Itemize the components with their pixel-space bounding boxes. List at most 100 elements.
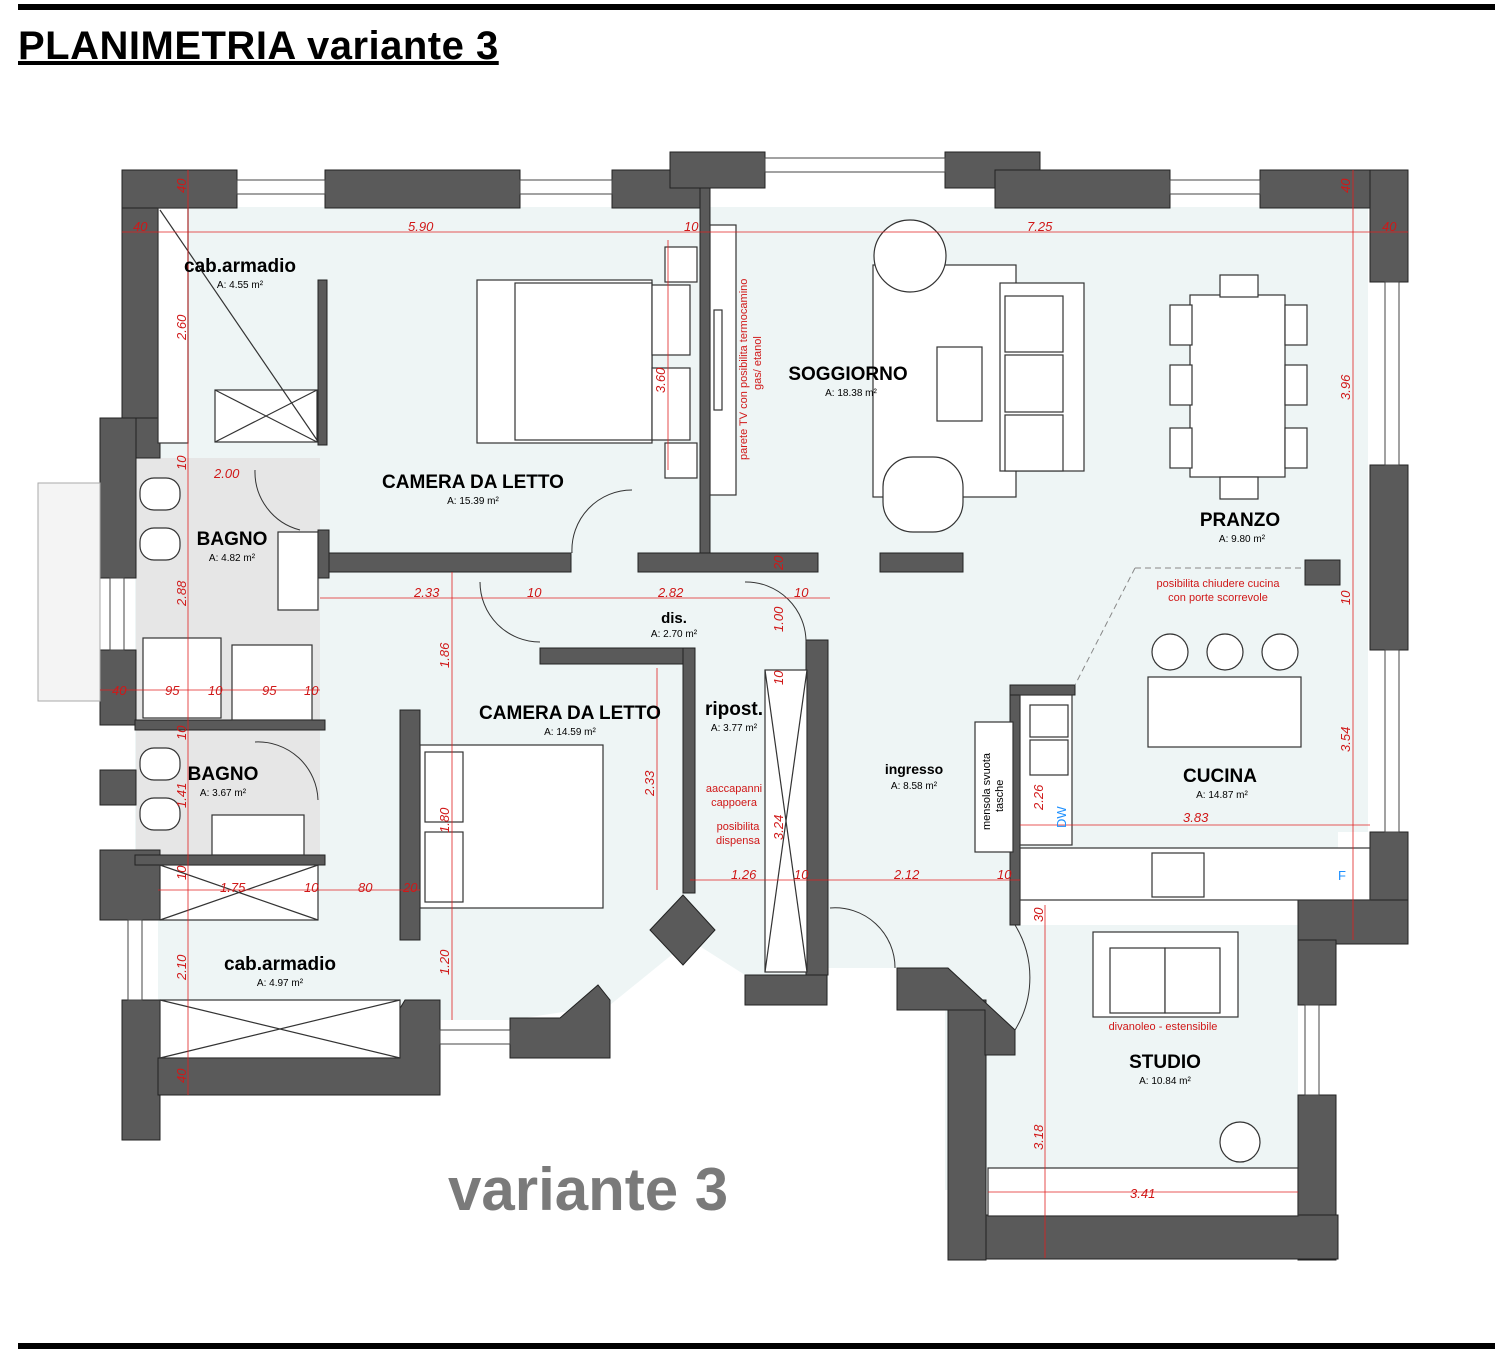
dimension-label: 1.26 — [731, 867, 757, 882]
room-area: A: 18.38 m² — [825, 388, 877, 399]
room-name: dis. — [661, 610, 687, 627]
dimension-label: 3.83 — [1183, 810, 1209, 825]
wall — [896, 967, 1016, 1056]
window — [236, 179, 326, 195]
wardrobe-tall — [157, 207, 189, 444]
shelf — [974, 721, 1014, 853]
door-swing — [254, 469, 301, 531]
dimension-label: 3.60 — [653, 367, 668, 393]
dimension-label: 10 — [794, 867, 809, 882]
wall — [134, 854, 326, 866]
dimension-label: 95 — [165, 683, 180, 698]
dimension-label: 20 — [771, 555, 786, 571]
note-pantry: posibilita — [717, 821, 761, 833]
toilet — [139, 477, 181, 511]
room-name: STUDIO — [1129, 1052, 1201, 1073]
note-kitchen: posibilita chiudere cucina — [1157, 578, 1281, 590]
stool — [1261, 633, 1299, 671]
top-rule — [18, 4, 1495, 10]
dimension-lines — [100, 170, 1408, 1258]
dimension-label: 40 — [1338, 178, 1353, 193]
window — [1384, 281, 1400, 466]
dimension-label: 10 — [174, 865, 189, 880]
oven — [1029, 739, 1069, 776]
chair — [1284, 304, 1308, 346]
door-swing — [254, 741, 319, 801]
shower — [142, 637, 222, 719]
sofa-seat — [1164, 947, 1221, 1014]
room-area: A: 3.67 m² — [200, 788, 247, 799]
dimension-label: 10 — [304, 880, 319, 895]
note-shelf: tasche — [994, 780, 1006, 812]
wall — [324, 169, 521, 209]
note-hanger: cappoera — [711, 797, 758, 809]
fridge-label: F — [1338, 868, 1346, 883]
room-name: ripost. — [705, 699, 763, 720]
bed-frame — [514, 282, 653, 441]
cooktop — [1151, 852, 1205, 898]
window — [1384, 649, 1400, 833]
door-swing — [571, 489, 633, 554]
room-area: A: 14.87 m² — [1196, 790, 1248, 801]
dimension-label: 10 — [174, 455, 189, 470]
wall — [121, 999, 161, 1141]
sliding-door-line — [1074, 567, 1136, 686]
armchair — [882, 456, 964, 533]
sofa-seat — [1004, 354, 1064, 413]
wall — [1304, 559, 1341, 586]
wall — [879, 552, 964, 573]
dimension-label: 1.86 — [437, 642, 452, 668]
room-area: A: 4.55 m² — [217, 280, 264, 291]
room-area: A: 10.84 m² — [1139, 1076, 1191, 1087]
chair — [1219, 476, 1259, 500]
chair — [1284, 364, 1308, 406]
toilet — [139, 747, 181, 781]
wall — [99, 769, 137, 806]
wall — [637, 552, 819, 573]
office-chair — [1219, 1121, 1261, 1163]
note-tv-wall: gas/ etanol — [752, 336, 764, 390]
wall — [682, 647, 696, 894]
windows — [37, 157, 1400, 1096]
wall — [1009, 684, 1076, 696]
dimension-label: 10 — [1338, 590, 1353, 605]
dimension-label: 10 — [771, 670, 786, 685]
coffee-table — [936, 346, 983, 422]
stool — [1151, 633, 1189, 671]
dimension-label: 2.33 — [642, 770, 657, 797]
room-area: A: 9.80 m² — [1219, 534, 1266, 545]
room-name: CAMERA DA LETTO — [382, 472, 564, 493]
dimension-label: 10 — [304, 683, 319, 698]
dimension-label: 95 — [262, 683, 277, 698]
sofa-seat — [1109, 947, 1166, 1014]
window — [1169, 179, 1261, 195]
dimension-label: 2.12 — [893, 867, 920, 882]
room-name: BAGNO — [188, 764, 259, 785]
wall — [539, 647, 696, 665]
wall — [509, 984, 611, 1059]
door-swing — [744, 581, 807, 643]
dimension-label: 10 — [794, 585, 809, 600]
dimension-label: 40 — [174, 1068, 189, 1083]
wall — [1297, 939, 1337, 1006]
room-area: A: 4.82 m² — [209, 553, 256, 564]
sofa-seat — [1004, 295, 1064, 353]
shower — [231, 644, 313, 721]
dimension-label: 7.25 — [1027, 219, 1053, 234]
room-name: SOGGIORNO — [788, 364, 907, 385]
dimension-label: 3.54 — [1338, 727, 1353, 752]
room-name: PRANZO — [1200, 510, 1280, 531]
sink — [277, 531, 319, 611]
wall — [744, 974, 828, 1006]
room-name: CAMERA DA LETTO — [479, 703, 661, 724]
nightstand — [664, 246, 698, 283]
window — [1304, 1004, 1320, 1096]
wall — [947, 1214, 1339, 1260]
pillow — [651, 367, 691, 441]
dimension-label: 2.82 — [657, 585, 684, 600]
wall — [649, 894, 716, 966]
wall — [317, 279, 328, 446]
dimension-label: 2.88 — [174, 580, 189, 607]
wall — [805, 639, 829, 976]
